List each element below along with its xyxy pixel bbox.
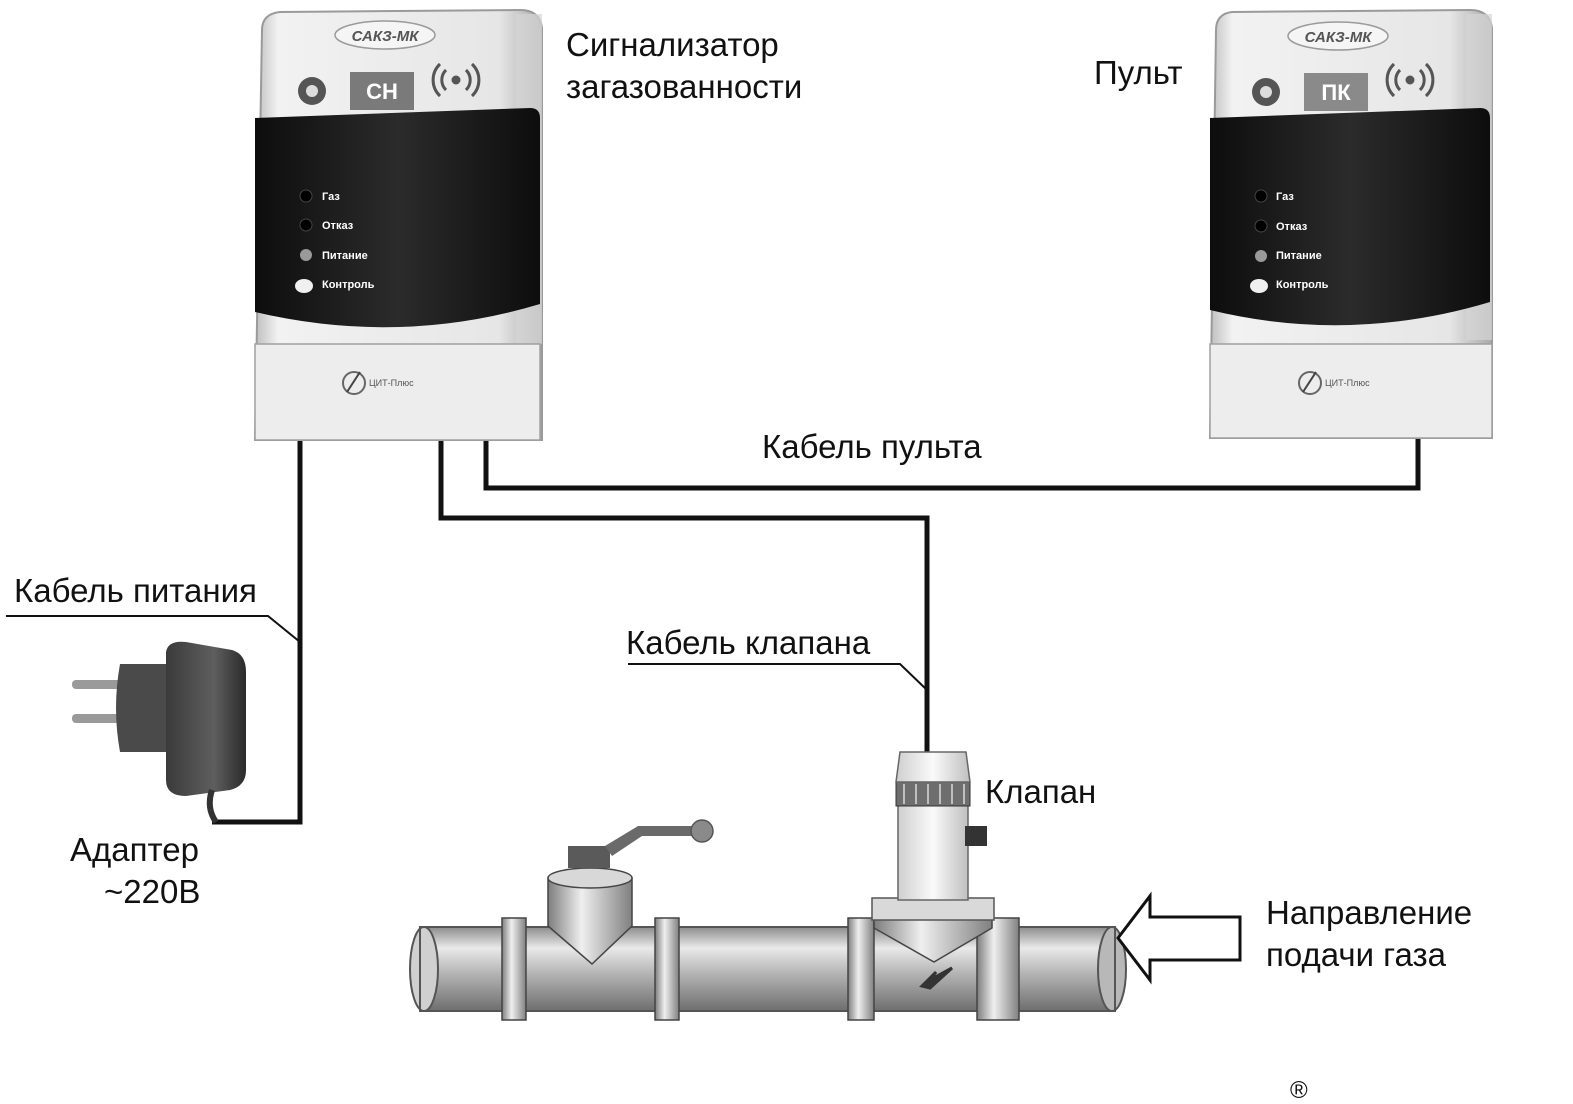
valve-flange (871, 897, 995, 921)
valve-label: Клапан (985, 773, 1096, 810)
remote-control-button[interactable] (1250, 279, 1268, 293)
remote-wireless-icon (1385, 62, 1435, 98)
ball-valve (501, 819, 714, 1021)
valve-cable-leader (628, 663, 928, 691)
signalizer-manufacturer-logo (342, 371, 366, 395)
ball-valve-handle[interactable] (605, 826, 700, 856)
solenoid-valve (847, 751, 1020, 1021)
signalizer-indicator-label: Газ (322, 191, 340, 203)
signalizer-label-line1: Сигнализатор (566, 26, 779, 63)
gas-direction-label-line1: Направление (1266, 894, 1472, 931)
flow-arrow-icon (919, 966, 954, 990)
signalizer-indicators: Газ Отказ Питание Контроль (295, 189, 375, 293)
pipe-left-end (409, 926, 439, 1012)
remote-front-panel (1210, 108, 1490, 326)
remote-manufacturer-logo (1298, 371, 1322, 395)
remote-indicator-label: Отказ (1276, 221, 1308, 233)
power-adapter (72, 641, 246, 824)
signalizer-wireless-icon (431, 62, 481, 98)
valve-cable-line (438, 438, 930, 752)
remote-indicators: Газ Отказ Питание Контроль (1250, 189, 1329, 293)
adapter-label-line2: ~220В (104, 873, 200, 910)
remote-label: Пульт (1094, 54, 1182, 91)
signalizer-indicator-label: Контроль (322, 279, 375, 291)
signalizer-front-panel (255, 108, 540, 328)
signalizer-device: САКЗ-МК СН Газ Отказ Питание Контроль (253, 8, 543, 441)
signalizer-siren-icon (298, 77, 326, 105)
signalizer-indicator-label: Отказ (322, 220, 354, 232)
remote-cable-label: Кабель пульта (762, 428, 982, 465)
signalizer-control-button[interactable] (295, 279, 313, 293)
power-cable-leader (6, 615, 301, 643)
remote-code: ПК (1321, 80, 1351, 105)
remote-siren-icon (1252, 78, 1280, 106)
ball-valve-stem (568, 846, 610, 868)
gas-direction-label-line2: подачи газа (1266, 936, 1447, 973)
remote-manufacturer: ЦИТ-Плюс (1325, 378, 1370, 388)
valve-coil-body (897, 803, 969, 901)
signalizer-manufacturer: ЦИТ-Плюс (369, 378, 414, 388)
adapter-pin (72, 714, 130, 723)
remote-brand: САКЗ-МК (1305, 29, 1374, 46)
cables (212, 436, 1421, 825)
signalizer-code-badge (350, 72, 414, 110)
gas-direction-arrow-icon (1116, 891, 1242, 985)
power-cable-label: Кабель питания (14, 572, 257, 609)
remote-indicator-label: Контроль (1276, 279, 1329, 291)
remote-indicator-label: Газ (1276, 191, 1294, 203)
registered-mark: ® (1290, 1077, 1308, 1104)
adapter-label-line1: Адаптер (70, 831, 199, 868)
remote-indicator-label: Питание (1276, 250, 1322, 262)
valve-cap (895, 751, 971, 783)
signalizer-brand: САКЗ-МК (352, 28, 421, 45)
signalizer-label-line2: загазованности (566, 68, 802, 105)
remote-code-badge (1304, 73, 1368, 111)
valve-knurled-nut (895, 781, 971, 807)
remote-device: САКЗ-МК ПК Газ Отказ Питание Контроль (1208, 8, 1493, 439)
valve-cable-label: Кабель клапана (626, 624, 871, 661)
signalizer-code: СН (366, 79, 398, 104)
leader-lines (6, 615, 928, 691)
remote-cable-line (483, 436, 1421, 491)
adapter-pin (72, 680, 130, 689)
signalizer-indicator-label: Питание (322, 250, 368, 262)
power-cable-line (212, 438, 303, 825)
